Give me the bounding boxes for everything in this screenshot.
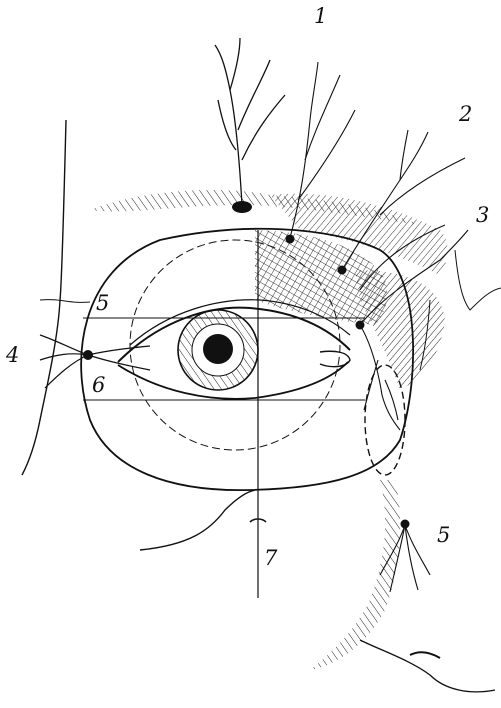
face-outline-left (22, 120, 66, 475)
nostril-mark (410, 652, 440, 658)
medial-nerve-dot (83, 350, 93, 360)
supraorbital-foramen (232, 201, 252, 213)
label-3: 3 (476, 205, 489, 226)
label-5-lower: 5 (437, 525, 450, 546)
nerve-dot-middle (338, 266, 347, 275)
face-outline-right (455, 250, 501, 310)
label-2: 2 (459, 104, 472, 125)
label-4: 4 (6, 345, 19, 366)
label-1: 1 (314, 6, 327, 27)
cheek-line (40, 300, 90, 303)
nostril (360, 640, 495, 692)
pupil (203, 334, 233, 364)
label-5: 5 (96, 293, 109, 314)
nose-hatching (310, 480, 400, 670)
cheek-fold (140, 490, 255, 550)
label-7: 7 (264, 548, 277, 569)
caruncle (320, 351, 350, 366)
nerve-dot-upper (286, 235, 295, 244)
label-6: 6 (92, 375, 105, 396)
infraorbital-dot (401, 520, 410, 529)
nerve-1-branches (215, 38, 285, 205)
